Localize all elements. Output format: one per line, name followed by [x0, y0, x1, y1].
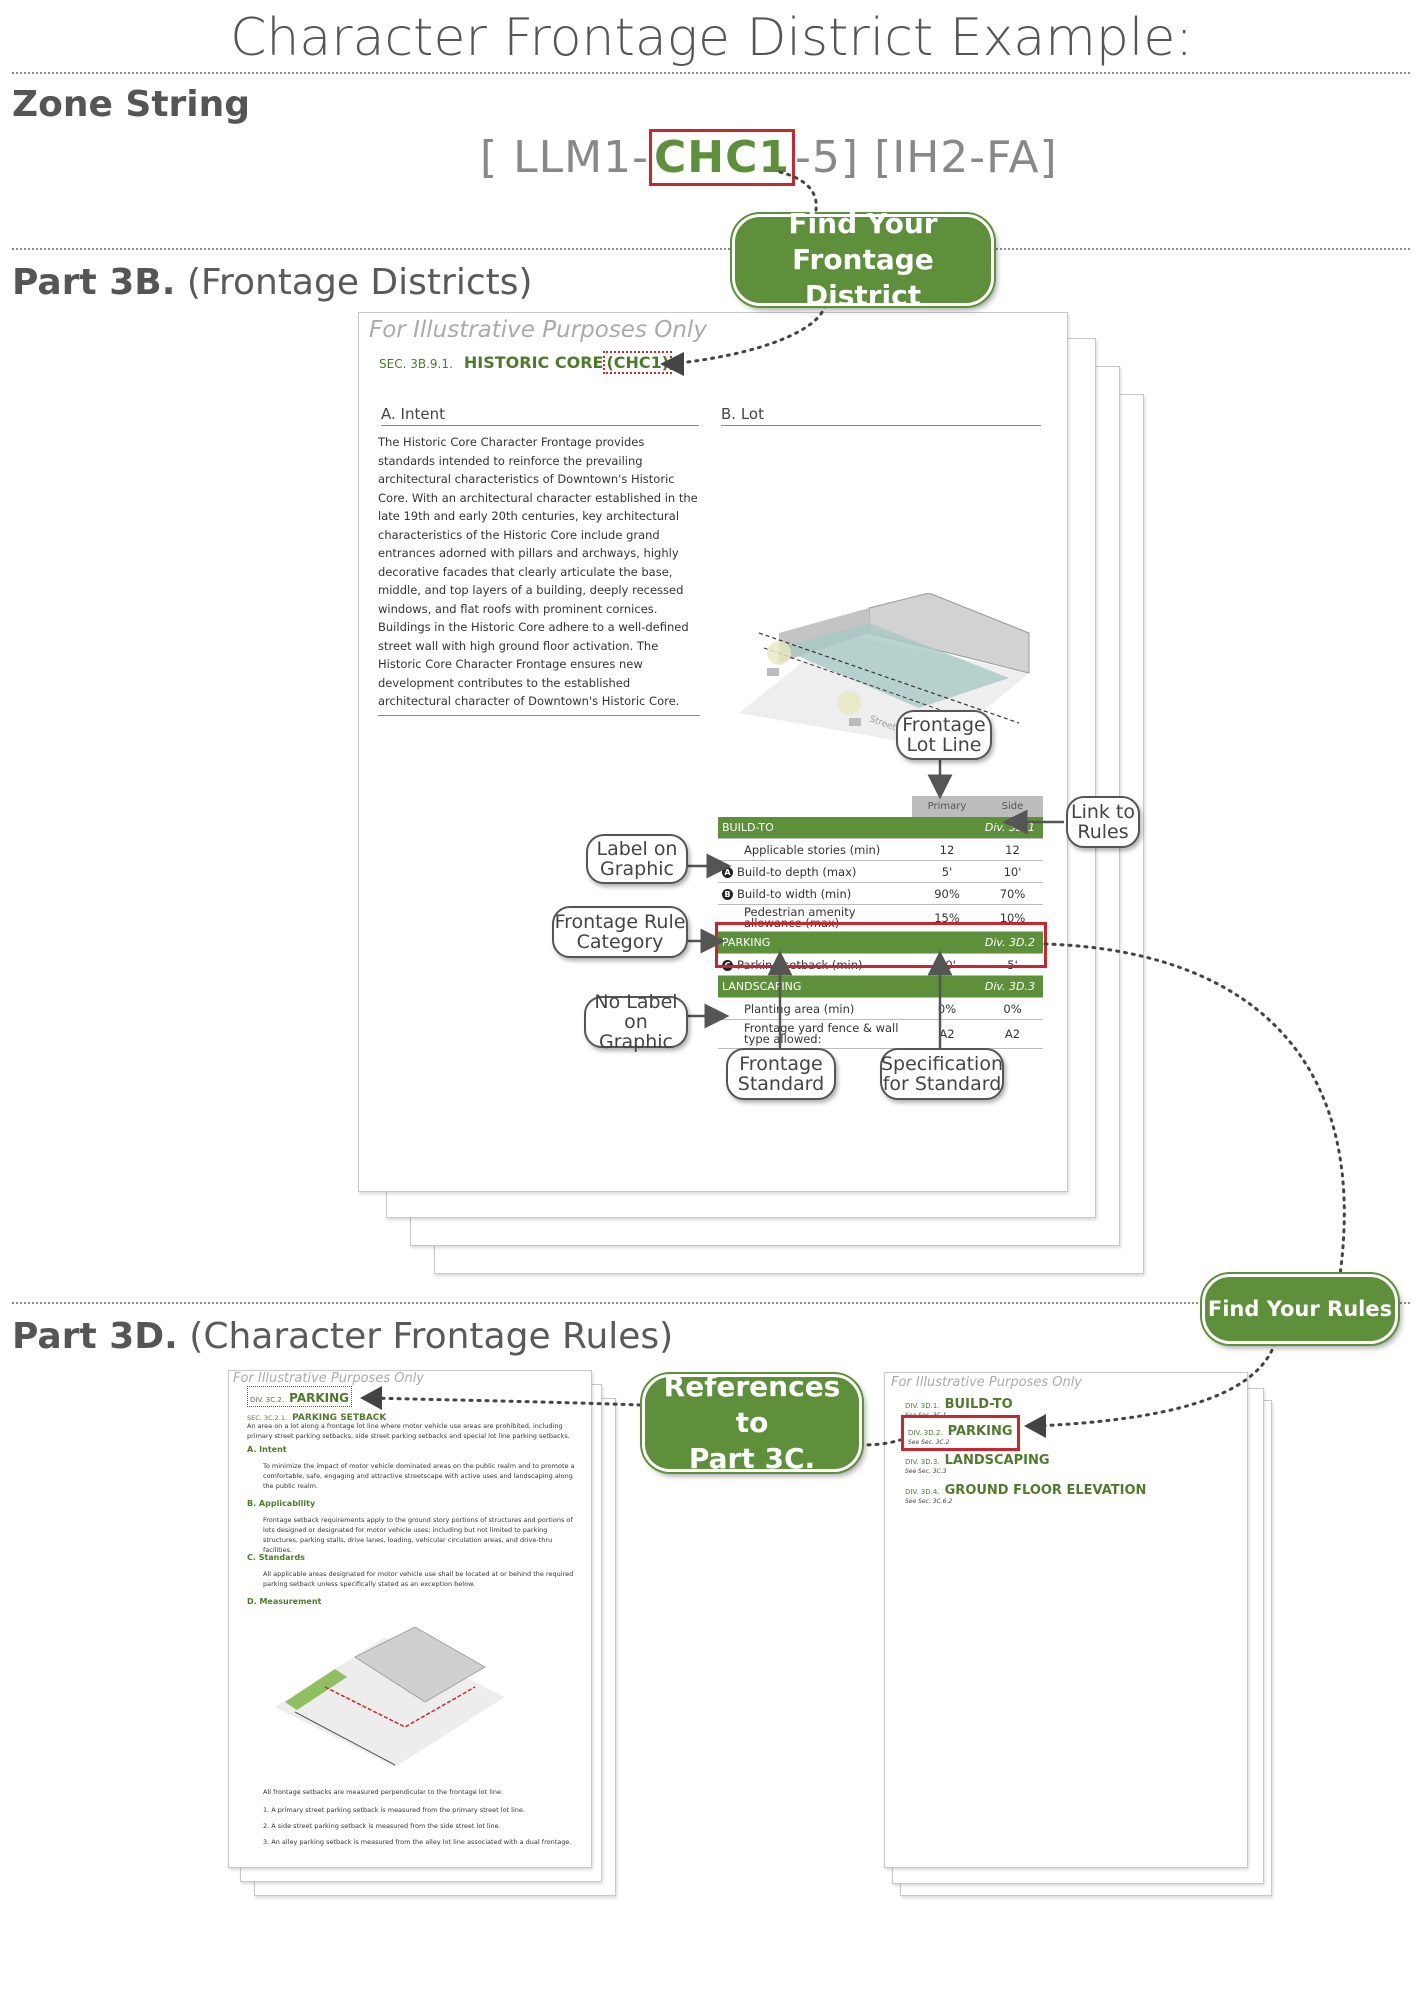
parking-setback-diagram — [275, 1627, 505, 1767]
callout-specification: Specification for Standard — [880, 1048, 1004, 1100]
callout-frontage-rule-category: Frontage Rule Category — [552, 906, 688, 958]
group-buildto: BUILD-TO — [718, 817, 912, 839]
group-landscaping: LANDSCAPING — [718, 975, 912, 998]
dotted-connectors — [368, 170, 1346, 1447]
zone-string-heading: Zone String — [12, 84, 251, 125]
divider — [12, 72, 1410, 74]
section-header: SEC. 3B.9.1. HISTORIC CORE(CHC1) — [379, 351, 673, 374]
document-page-frontage-rules: For Illustrative Purposes Only DIV. 3D.1… — [884, 1372, 1248, 1868]
table-row: Planting area (min)0%0% — [718, 997, 1043, 1020]
arrow-head — [360, 1386, 382, 1410]
callout-frontage-standard: Frontage Standard — [726, 1048, 836, 1100]
div-link[interactable]: Div. 3D.2 — [912, 931, 1043, 954]
callout-no-label: No Label on Graphic — [584, 992, 688, 1052]
part3b-heading: Part 3B. (Frontage Districts) — [12, 262, 533, 303]
callout-leaders — [686, 758, 1064, 1050]
references-bubble: References to Part 3C. — [642, 1370, 862, 1475]
callout-link-to-rules: Link to Rules — [1066, 796, 1140, 848]
zone-highlight-chc1: CHC1 — [649, 129, 796, 186]
section-code: (CHC1) — [603, 351, 673, 374]
divider — [12, 1302, 1410, 1304]
divider — [12, 248, 1410, 250]
zone-string: [ LLM1-CHC1-5] [IH2-FA] — [480, 129, 1058, 186]
intent-text: The Historic Core Character Frontage pro… — [378, 433, 700, 716]
lot-heading: B. Lot — [721, 405, 1041, 426]
div-link[interactable]: Div. 3D.3 — [912, 975, 1043, 998]
find-rules-bubble: Find Your Rules — [1202, 1274, 1398, 1344]
illustrative-note: For Illustrative Purposes Only — [369, 317, 707, 343]
col-primary: Primary — [912, 796, 978, 817]
rule-item[interactable]: DIV. 3D.4. GROUND FLOOR ELEVATION See Se… — [905, 1483, 1147, 1505]
intent-heading: A. Intent — [381, 405, 699, 426]
rule-item[interactable]: DIV. 3D.3. LANDSCAPING See Sec. 3C.3 — [905, 1453, 1050, 1475]
find-district-bubble: Find Your Frontage District — [732, 207, 994, 312]
label-badge: B — [722, 888, 733, 900]
div-header: DIV. 3C.2. PARKING — [247, 1386, 353, 1407]
callout-frontage-lot-line: Frontage Lot Line — [896, 710, 992, 760]
callout-label-on-graphic: Label on Graphic — [586, 834, 688, 884]
arrow-head — [1024, 1414, 1046, 1438]
group-parking: PARKING — [718, 931, 912, 954]
table-row: Pedestrian amenity allowance (max)15%10% — [718, 904, 1043, 932]
page-title: Character Frontage District Example: — [230, 8, 1193, 68]
arrow-head — [660, 352, 684, 376]
document-page-parking: For Illustrative Purposes Only DIV. 3C.2… — [228, 1370, 592, 1868]
part3d-heading: Part 3D. (Character Frontage Rules) — [12, 1316, 674, 1357]
rule-item-parking[interactable]: DIV. 3D.2. PARKING See Sec. 3C.2 — [901, 1415, 1020, 1451]
